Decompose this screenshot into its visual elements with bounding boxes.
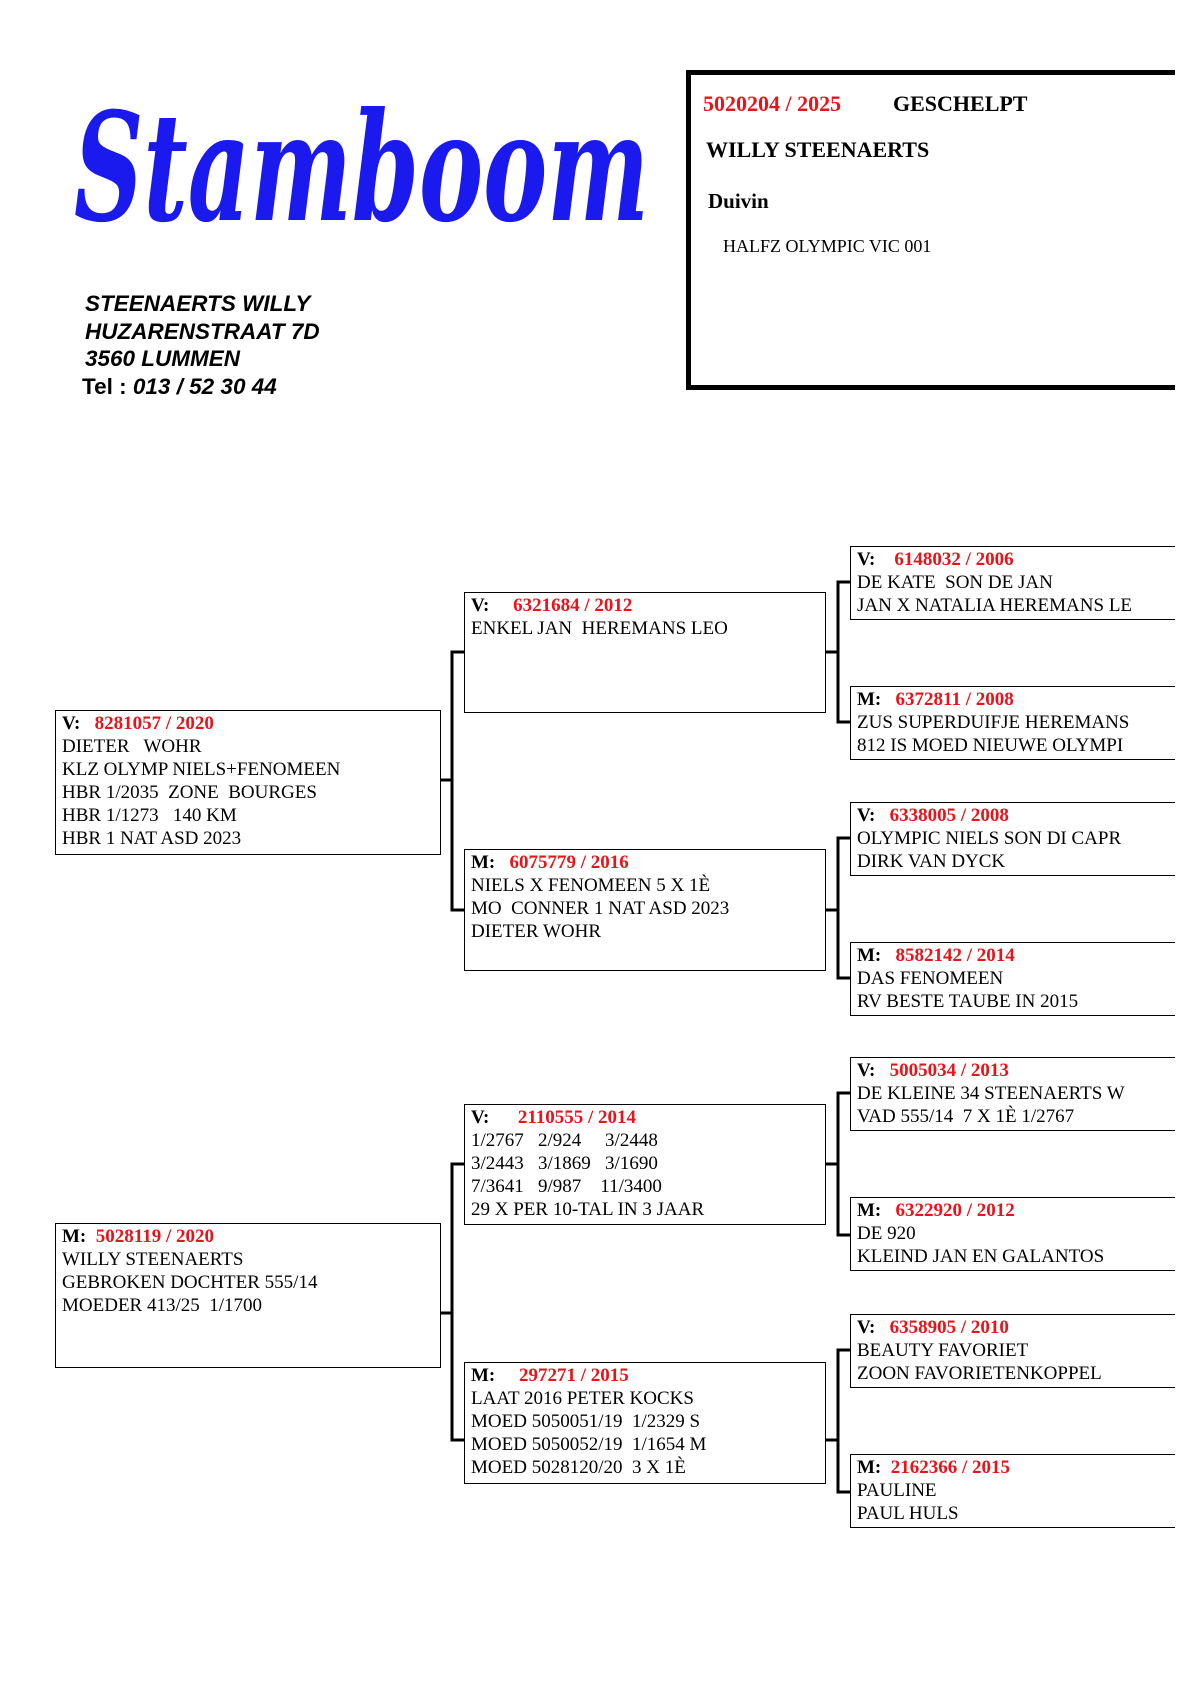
- info-line: JAN X NATALIA HEREMANS LE: [857, 595, 1133, 616]
- info-line: MO CONNER 1 NAT ASD 2023: [471, 898, 730, 919]
- pedigree-heading: M: 2162366 / 2015: [857, 1457, 1011, 1478]
- info-line: MOEDER 413/25 1/1700: [62, 1295, 263, 1316]
- pigeon-color: GESCHELPT: [893, 91, 1028, 116]
- pedigree-sire-sire: V: 6321684 / 2012 ENKEL JAN HEREMANS LEO: [464, 592, 826, 713]
- logo-text: Stamboom: [74, 80, 649, 255]
- info-line: MOED 5050051/19 1/2329 S: [471, 1411, 701, 1432]
- owner-phone: Tel : 013 / 52 30 44: [82, 373, 320, 401]
- info-line: KLEIND JAN EN GALANTOS: [857, 1246, 1105, 1267]
- info-line: BEAUTY FAVORIET: [857, 1340, 1029, 1361]
- pedigree-ggp-4: M: 8582142 / 2014 DAS FENOMEEN RV BESTE …: [850, 942, 1175, 1016]
- phone-number: 013 / 52 30 44: [132, 373, 277, 399]
- ring-number: 6321684 / 2012: [513, 595, 633, 616]
- ring-number: 8582142 / 2014: [895, 945, 1015, 966]
- info-line: GEBROKEN DOCHTER 555/14: [62, 1272, 318, 1293]
- info-line: VAD 555/14 7 X 1È 1/2767: [857, 1106, 1075, 1127]
- info-line: 7/3641 9/987 11/3400: [471, 1176, 662, 1197]
- pedigree-ggp-5: V: 5005034 / 2013 DE KLEINE 34 STEENAERT…: [850, 1057, 1175, 1131]
- pedigree-heading: V: 5005034 / 2013: [857, 1060, 1009, 1081]
- pedigree-heading: M: 297271 / 2015: [471, 1365, 629, 1386]
- info-line: DE KATE SON DE JAN: [857, 572, 1053, 593]
- pedigree-heading: V: 6148032 / 2006: [857, 549, 1014, 570]
- pigeon-ring-number: 5020204 / 2025: [703, 91, 842, 116]
- ring-number: 6338005 / 2008: [889, 805, 1009, 826]
- info-line: DIETER WOHR: [62, 736, 202, 757]
- info-line: OLYMPIC NIELS SON DI CAPR: [857, 828, 1122, 849]
- ring-number: 6148032 / 2006: [894, 549, 1014, 570]
- pedigree-heading: V: 6338005 / 2008: [857, 805, 1009, 826]
- pigeon-remark: HALFZ OLYMPIC VIC 001: [723, 236, 932, 256]
- info-line: ZOON FAVORIETENKOPPEL: [857, 1363, 1102, 1384]
- ring-number: 8281057 / 2020: [94, 713, 214, 734]
- info-line: DE KLEINE 34 STEENAERTS W: [857, 1083, 1125, 1104]
- info-line: DIRK VAN DYCK: [857, 851, 1006, 872]
- pedigree-dam-sire: V: 2110555 / 2014 1/2767 2/924 3/2448 3/…: [464, 1104, 826, 1225]
- pedigree-heading: M: 6372811 / 2008: [857, 689, 1014, 710]
- info-line: WILLY STEENAERTS: [62, 1249, 244, 1270]
- pedigree-heading: M: 8582142 / 2014: [857, 945, 1015, 966]
- info-line: HBR 1/1273 140 KM: [62, 805, 237, 826]
- info-line: LAAT 2016 PETER KOCKS: [471, 1388, 694, 1409]
- pigeon-info-frame: [686, 70, 1175, 390]
- owner-city: 3560 LUMMEN: [85, 346, 241, 371]
- info-line: DE 920: [857, 1223, 916, 1244]
- info-line: HBR 1/2035 ZONE BOURGES: [62, 782, 317, 803]
- ring-number: 5005034 / 2013: [889, 1060, 1009, 1081]
- pedigree-dam-dam: M: 297271 / 2015 LAAT 2016 PETER KOCKS M…: [464, 1362, 826, 1484]
- owner-name: STEENAERTS WILLY: [85, 291, 311, 316]
- info-line: DAS FENOMEEN: [857, 968, 1004, 989]
- pedigree-sire-dam: M: 6075779 / 2016 NIELS X FENOMEEN 5 X 1…: [464, 849, 826, 971]
- stamboom-logo: Stamboom: [74, 80, 649, 255]
- pedigree-dam-heading: M: 5028119 / 2020: [62, 1226, 214, 1247]
- pedigree-ggp-2: M: 6372811 / 2008 ZUS SUPERDUIFJE HEREMA…: [850, 686, 1175, 760]
- info-line: KLZ OLYMP NIELS+FENOMEEN: [62, 759, 341, 780]
- info-line: 812 IS MOED NIEUWE OLYMPI: [857, 735, 1124, 756]
- info-line: MOED 5028120/20 3 X 1È: [471, 1457, 686, 1478]
- info-line: DIETER WOHR: [471, 921, 601, 942]
- pedigree-heading: V: 6321684 / 2012: [471, 595, 633, 616]
- pedigree-ggp-6: M: 6322920 / 2012 DE 920 KLEIND JAN EN G…: [850, 1197, 1175, 1271]
- pedigree-heading: M: 6075779 / 2016: [471, 852, 629, 873]
- info-line: PAULINE: [857, 1480, 937, 1501]
- pedigree-heading: M: 6322920 / 2012: [857, 1200, 1015, 1221]
- info-line: ZUS SUPERDUIFJE HEREMANS: [857, 712, 1130, 733]
- pedigree-heading: V: 6358905 / 2010: [857, 1317, 1009, 1338]
- info-line: ENKEL JAN HEREMANS LEO: [471, 618, 728, 639]
- ring-number: 6075779 / 2016: [509, 852, 629, 873]
- ring-number: 297271 / 2015: [519, 1365, 629, 1386]
- pedigree-sire-heading: V: 8281057 / 2020: [62, 713, 214, 734]
- info-line: 3/2443 3/1869 3/1690: [471, 1153, 658, 1174]
- phone-label: Tel :: [82, 373, 127, 399]
- pigeon-sex: Duivin: [708, 189, 769, 213]
- pedigree-ggp-1: V: 6148032 / 2006 DE KATE SON DE JAN JAN…: [850, 546, 1175, 620]
- info-line: HBR 1 NAT ASD 2023: [62, 828, 242, 849]
- pedigree-ggp-8: M: 2162366 / 2015 PAULINE PAUL HULS: [850, 1454, 1175, 1528]
- info-line: MOED 5050052/19 1/1654 M: [471, 1434, 707, 1455]
- info-line: NIELS X FENOMEEN 5 X 1È: [471, 875, 711, 896]
- ring-number: 6358905 / 2010: [889, 1317, 1009, 1338]
- pedigree-ggp-3: V: 6338005 / 2008 OLYMPIC NIELS SON DI C…: [850, 802, 1175, 876]
- info-line: PAUL HULS: [857, 1503, 959, 1524]
- ring-number: 2110555 / 2014: [517, 1107, 637, 1128]
- owner-street: HUZARENSTRAAT 7D: [85, 318, 320, 344]
- info-line: 29 X PER 10-TAL IN 3 JAAR: [471, 1199, 705, 1220]
- info-line: RV BESTE TAUBE IN 2015: [857, 991, 1079, 1012]
- ring-number: 2162366 / 2015: [890, 1457, 1011, 1478]
- ring-number: 6322920 / 2012: [895, 1200, 1015, 1221]
- pedigree-ggp-7: V: 6358905 / 2010 BEAUTY FAVORIET ZOON F…: [850, 1314, 1175, 1388]
- ring-number: 6372811 / 2008: [895, 689, 1014, 710]
- info-line: 1/2767 2/924 3/2448: [471, 1130, 658, 1151]
- pedigree-sire: V: 8281057 / 2020 DIETER WOHR KLZ OLYMP …: [55, 710, 441, 855]
- pigeon-breeder: WILLY STEENAERTS: [706, 137, 930, 162]
- pedigree-heading: V: 2110555 / 2014: [471, 1107, 637, 1128]
- pedigree-dam: M: 5028119 / 2020 WILLY STEENAERTS GEBRO…: [55, 1223, 441, 1368]
- ring-number: 5028119 / 2020: [95, 1226, 214, 1247]
- owner-address: STEENAERTS WILLY HUZARENSTRAAT 7D 3560 L…: [82, 290, 320, 401]
